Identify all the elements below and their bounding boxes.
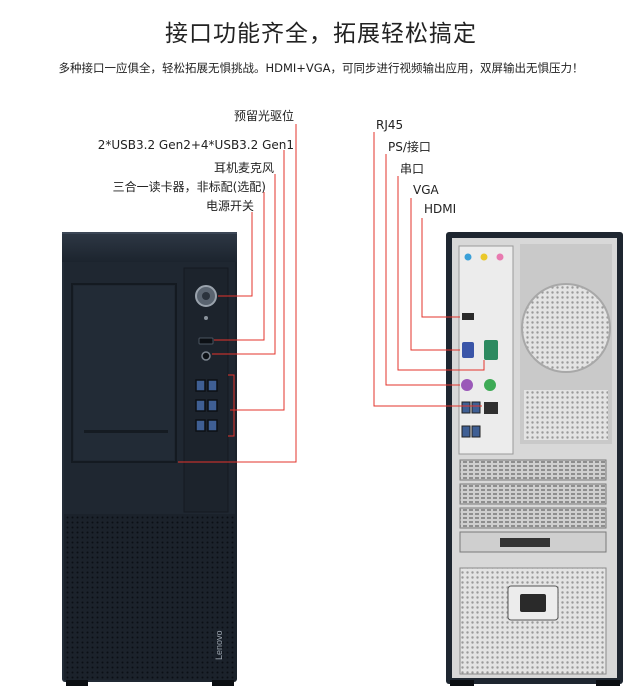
label-card-reader: 三合一读卡器，非标配(选配) [112, 180, 266, 194]
rear-ps2-keyboard [461, 379, 473, 391]
page-subtitle: 多种接口一应俱全，轻松拓展无惧挑战。HDMI+VGA，可同步进行视频输出应用，双… [58, 61, 584, 75]
expansion-slots [459, 459, 607, 553]
page-title: 接口功能齐全，拓展轻松搞定 [165, 21, 477, 47]
label-rj45: RJ45 [376, 118, 404, 132]
audio-jack [201, 351, 211, 361]
front-leader-lines [178, 124, 297, 463]
front-usb-ports [195, 379, 218, 432]
rear-case [446, 232, 623, 686]
svg-text:Lenovo: Lenovo [214, 630, 224, 660]
label-usb-ports: 2*USB3.2 Gen2+4*USB3.2 Gen1 [97, 138, 294, 152]
label-power-switch: 电源开关 [205, 199, 254, 213]
label-audio-jack: 耳机麦克风 [213, 161, 274, 175]
rear-fan-grille [521, 283, 611, 373]
rear-vga-port [462, 342, 474, 358]
rear-leader-lines [373, 132, 485, 407]
power-inlet [520, 594, 546, 612]
rear-ps2-mouse [484, 379, 496, 391]
front-case: Lenovo [62, 232, 237, 686]
front-mesh [64, 514, 235, 680]
label-serial: 串口 [400, 162, 425, 176]
optical-bay [71, 283, 177, 463]
label-optical-drive: 预留光驱位 [233, 109, 294, 123]
rear-hdmi-port [462, 313, 474, 320]
lenovo-logo: Lenovo [214, 630, 224, 660]
rear-rj45-port [484, 402, 498, 414]
label-hdmi: HDMI [424, 202, 457, 216]
psu-grille [459, 567, 607, 675]
label-ps2: PS/接口 [388, 140, 431, 154]
label-vga: VGA [413, 183, 439, 197]
rear-serial-port [484, 340, 498, 360]
card-reader-slot [198, 337, 214, 345]
